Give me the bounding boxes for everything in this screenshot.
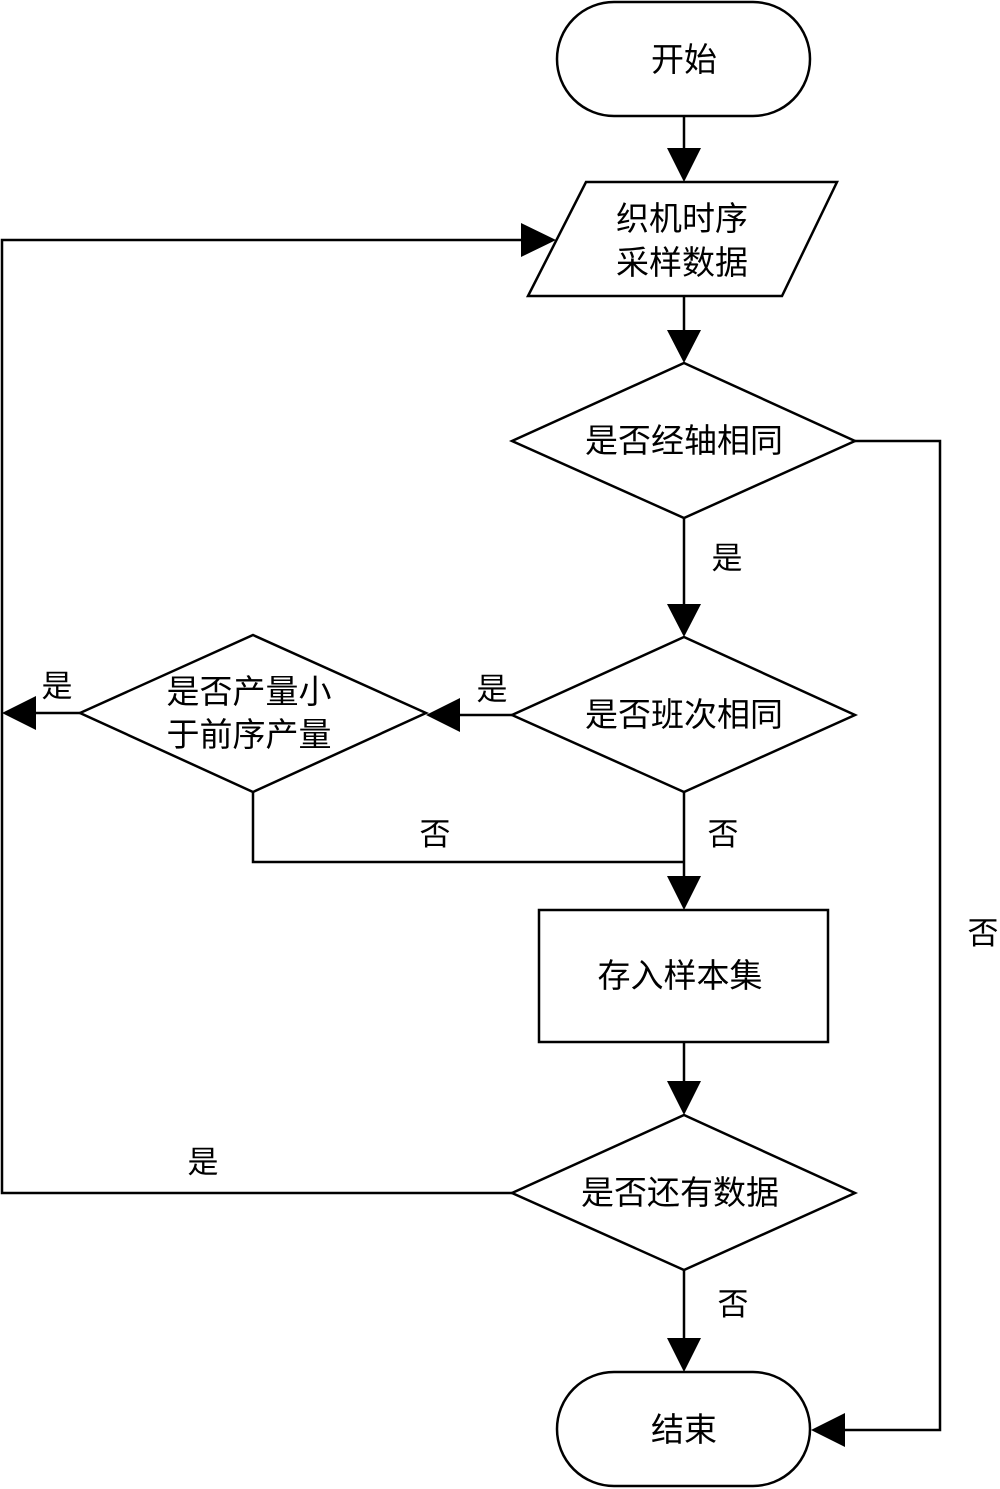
- same-warp-label: 是否经轴相同: [585, 421, 783, 460]
- output-less-label-line1: 是否产量小: [167, 672, 332, 711]
- edge-label-same-shift-no: 否: [708, 817, 739, 853]
- edge-label-same-warp-no: 否: [968, 916, 999, 952]
- input-data-parallelogram: [525, 180, 839, 298]
- output-less-label-line2: 于前序产量: [167, 715, 332, 754]
- edge-output-less-no: [251, 792, 684, 864]
- edge-label-output-less-no: 否: [420, 817, 451, 853]
- arrowhead-down-icon: [667, 1338, 701, 1372]
- decision-same-shift: [508, 635, 859, 794]
- input-label-line1: 织机时序: [616, 199, 748, 238]
- arrowhead-down-icon: [667, 876, 701, 910]
- decision-more-data: [508, 1113, 859, 1272]
- more-data-label: 是否还有数据: [581, 1173, 779, 1212]
- decision-output-less: [76, 633, 430, 794]
- store-label: 存入样本集: [598, 956, 763, 995]
- arrowhead-down-icon: [667, 330, 701, 363]
- edge-label-more-data-no: 否: [718, 1287, 749, 1323]
- end-label: 结束: [651, 1410, 717, 1449]
- process-store: [537, 908, 830, 1044]
- arrowhead-left-icon: [811, 1413, 845, 1447]
- arrowhead-left-icon: [426, 698, 460, 732]
- edge-label-same-shift-yes: 是: [477, 672, 508, 708]
- edge-same-warp-no: [843, 439, 942, 1432]
- edge-label-same-warp-yes: 是: [712, 541, 743, 577]
- edge-label-more-data-yes: 是: [188, 1145, 219, 1181]
- start-terminal: [555, 0, 812, 118]
- arrowhead-down-icon: [667, 1081, 701, 1115]
- input-label-line2: 采样数据: [616, 243, 748, 282]
- decision-same-warp: [508, 361, 859, 520]
- same-shift-label: 是否班次相同: [585, 695, 783, 734]
- end-terminal: [555, 1370, 812, 1488]
- arrowhead-right-icon: [521, 223, 556, 257]
- edge-label-output-less-yes: 是: [42, 669, 73, 705]
- arrowhead-left-icon: [2, 696, 36, 730]
- arrowhead-down-icon: [667, 604, 701, 637]
- arrowhead-down-icon: [667, 148, 701, 182]
- edge-more-data-yes: [0, 238, 523, 1195]
- start-label: 开始: [651, 40, 717, 79]
